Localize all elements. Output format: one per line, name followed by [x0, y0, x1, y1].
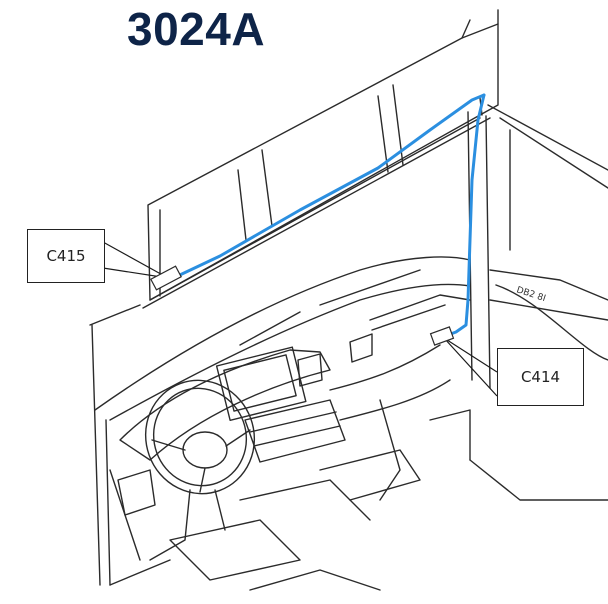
cluster-hood [119, 349, 331, 461]
callout-c415: C415 [27, 229, 105, 283]
diagram-title: 3024A [127, 3, 266, 55]
c415-leader [102, 241, 169, 279]
wire-harness-pillar [438, 93, 486, 340]
dashboard-top [94, 256, 471, 411]
c415-connector [150, 265, 182, 291]
c414-connector [429, 326, 455, 346]
steering-wheel [144, 379, 256, 495]
overhead-panel-outline [147, 23, 499, 301]
door-panel-label: DB2 8I [515, 285, 547, 304]
wire-harness-overhead [163, 93, 486, 284]
callout-c414: C414 [497, 348, 584, 406]
